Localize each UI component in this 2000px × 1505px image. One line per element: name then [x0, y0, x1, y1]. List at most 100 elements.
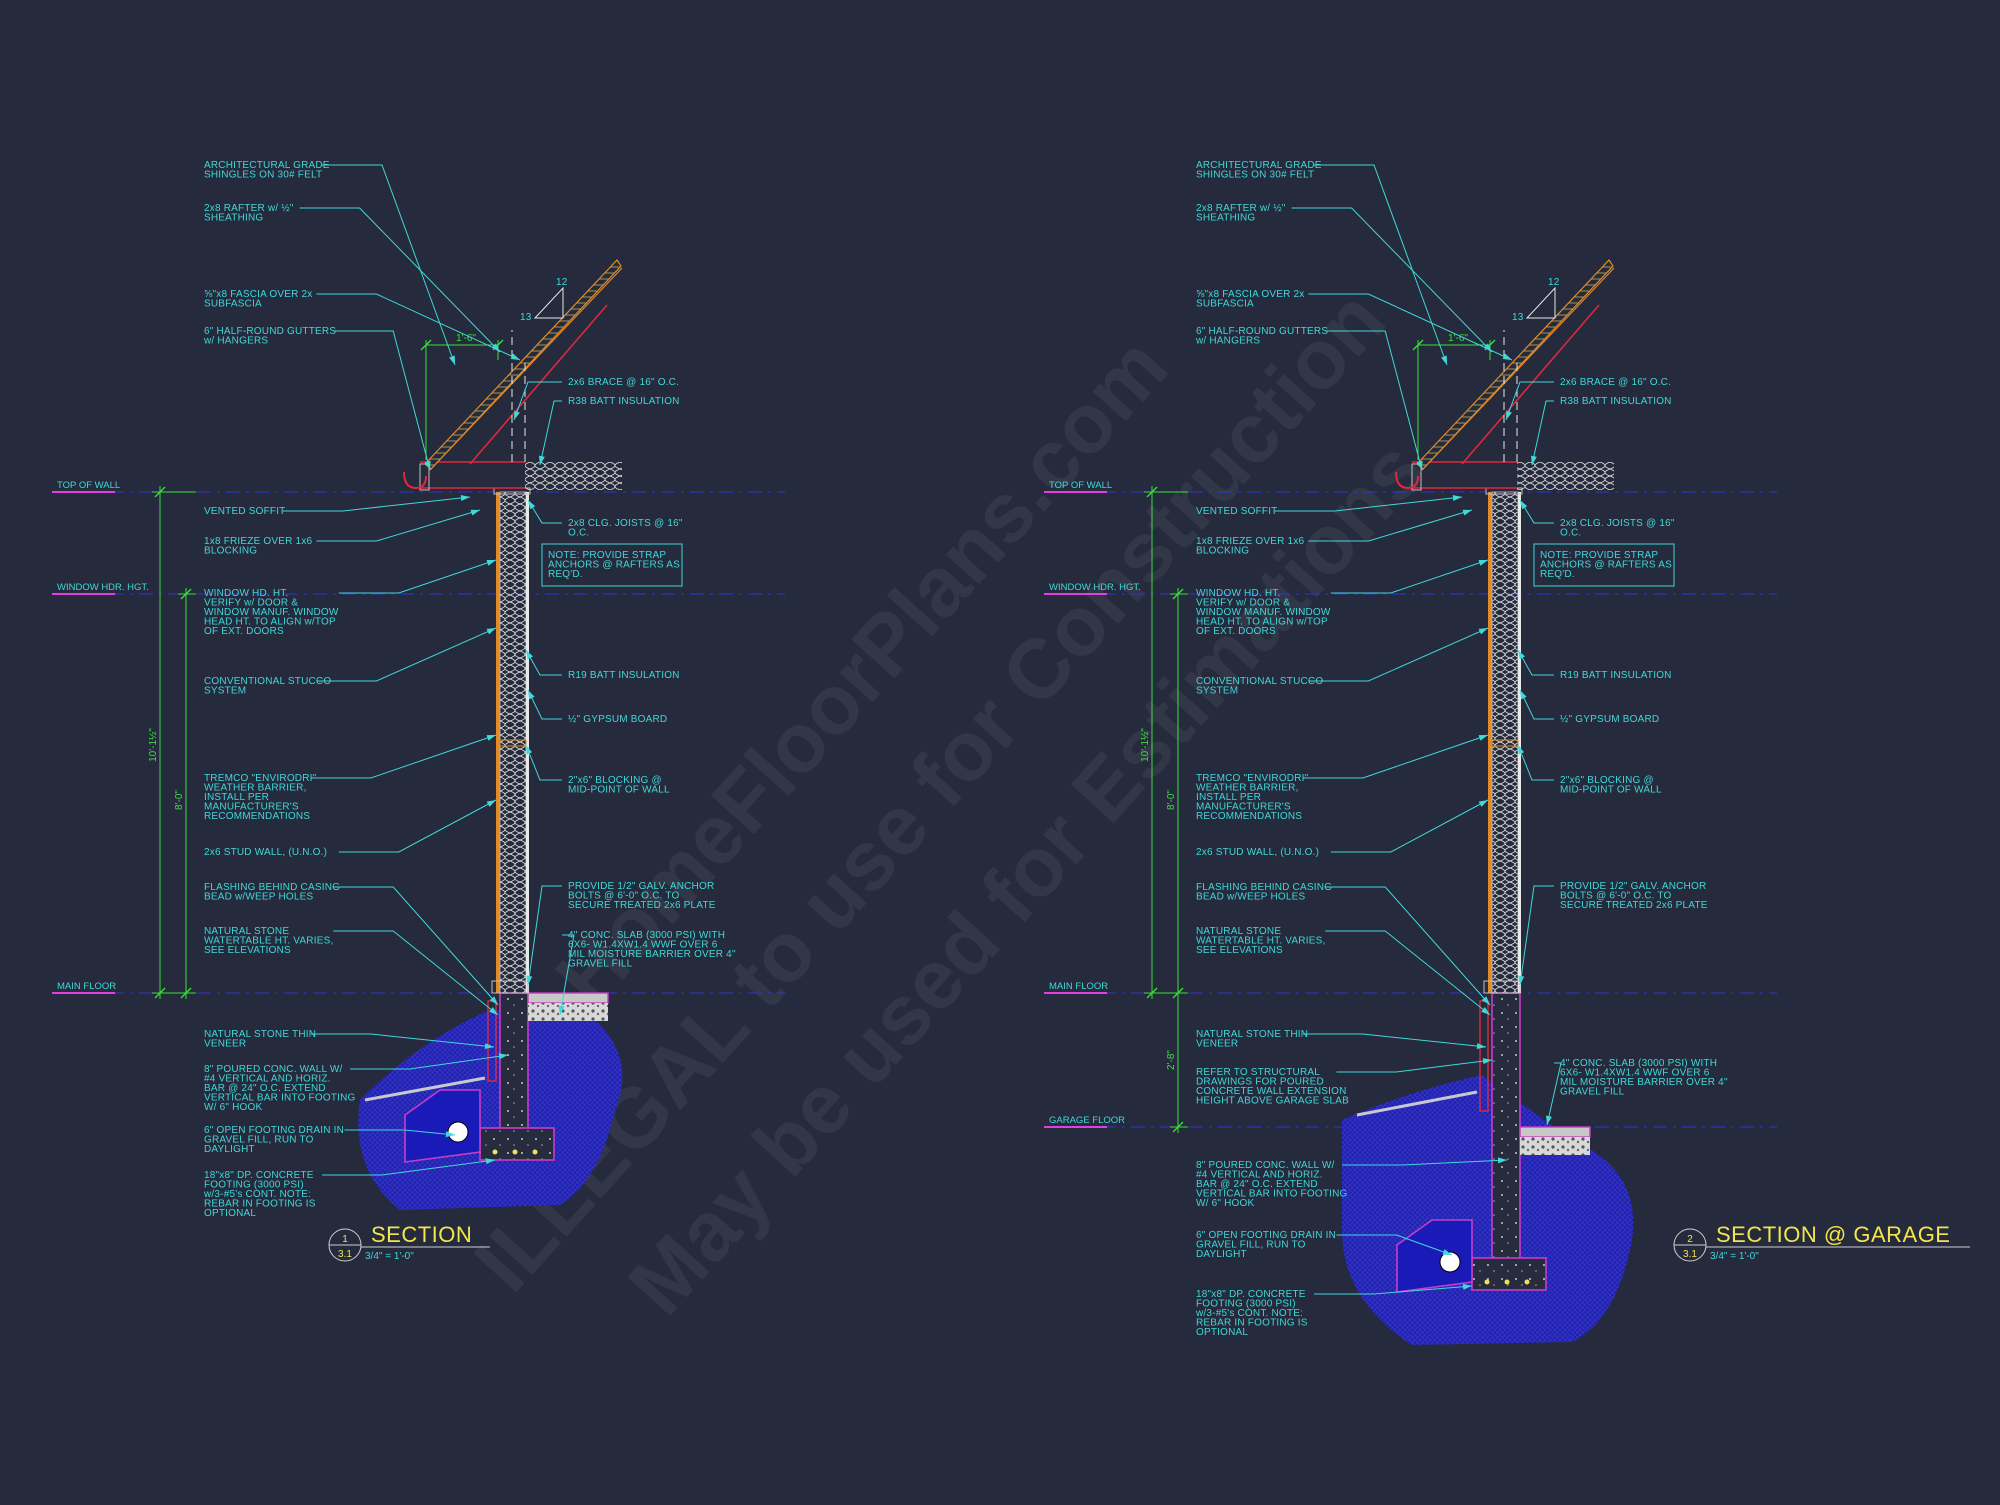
leader-line	[316, 628, 496, 681]
gutter	[404, 472, 426, 488]
earth-fill	[358, 1008, 622, 1210]
leader-line	[316, 294, 520, 360]
left-note-5-line: BLOCKING	[1196, 546, 1249, 557]
watermark-line-1: © HomeFloorPlans.com	[480, 319, 1185, 1087]
right-note-4-line: ½" GYPSUM BOARD	[1560, 714, 1659, 725]
leader-arrow	[1479, 735, 1488, 741]
wall-dimension-label: 8'-0"	[174, 790, 185, 810]
leader-line	[1520, 690, 1554, 719]
leader-arrow	[449, 356, 455, 365]
footing	[480, 1128, 554, 1160]
leader-line	[322, 165, 455, 365]
rebar	[1525, 1280, 1530, 1285]
right-note-0-line: 2x6 BRACE @ 16" O.C.	[1560, 377, 1671, 388]
left-note-13-line: W/ 6" HOOK	[204, 1102, 262, 1113]
right-note-3-line: R19 BATT INSULATION	[1560, 670, 1672, 681]
right-note-5-line: MID-POINT OF WALL	[568, 785, 670, 796]
gravel-fill	[528, 1003, 608, 1021]
pitch-run-label: 13	[520, 312, 532, 323]
footing	[1472, 1258, 1546, 1290]
left-note-15-line: DAYLIGHT	[1196, 1249, 1247, 1260]
pitch-triangle	[535, 288, 563, 318]
section-title: SECTION @ GARAGE	[1716, 1222, 1950, 1247]
bubble-number: 1	[342, 1234, 348, 1245]
rebar	[1485, 1280, 1490, 1285]
leader-line	[1518, 745, 1554, 780]
leader-arrow	[526, 745, 532, 754]
right-note-3-line: R19 BATT INSULATION	[568, 670, 680, 681]
leader-line	[1336, 1060, 1492, 1072]
section-title: SECTION	[371, 1222, 472, 1247]
leader-line	[1331, 800, 1488, 852]
bubble-sheet: 3.1	[1683, 1249, 1697, 1260]
leader-line	[339, 800, 496, 852]
right-note-4-line: ½" GYPSUM BOARD	[568, 714, 667, 725]
left-note-9-line: 2x6 STUD WALL, (U.N.O.)	[204, 847, 327, 858]
leader-arrow	[1506, 411, 1512, 420]
leader-line	[1303, 1034, 1486, 1047]
level-label-window_hdr: WINDOW HDR. HGT.	[57, 582, 149, 593]
section-scale: 3/4" = 1'-0"	[365, 1251, 414, 1262]
rebar	[493, 1150, 498, 1155]
left-note-4-line: VENTED SOFFIT	[204, 506, 286, 517]
leader-arrow	[487, 735, 496, 741]
leader-arrow	[1453, 495, 1462, 501]
concrete-slab	[528, 993, 608, 1003]
leader-line	[1520, 500, 1554, 523]
roof-sheathing	[430, 268, 622, 470]
leader-line	[528, 690, 562, 719]
wall-dimension-label: 8'-0"	[1166, 790, 1177, 810]
right-note-2-line: O.C.	[1560, 528, 1581, 539]
leader-line	[1547, 1063, 1561, 1125]
right-note-6-line: SECURE TREATED 2x6 PLATE	[568, 900, 716, 911]
overall-dimension-label: 10'-1½"	[1140, 728, 1151, 762]
right-note-0-line: 2x6 BRACE @ 16" O.C.	[568, 377, 679, 388]
leader-line	[526, 745, 562, 780]
left-note-0-line: SHINGLES ON 30# FELT	[1196, 170, 1314, 181]
level-label-garage_floor: GARAGE FLOOR	[1049, 1115, 1125, 1126]
stud-wall-insulation	[1492, 492, 1518, 993]
left-note-3-line: w/ HANGERS	[203, 336, 268, 347]
footing-drain-pipe	[1440, 1252, 1460, 1272]
gravel-fill	[1520, 1137, 1590, 1155]
left-note-10-line: BEAD w/WEEP HOLES	[1196, 892, 1305, 903]
leader-arrow	[514, 411, 520, 420]
overall-dimension-label: 10'-1½"	[148, 728, 159, 762]
left-note-8-line: RECOMMENDATIONS	[204, 811, 310, 822]
rebar	[513, 1150, 518, 1155]
rebar	[533, 1150, 538, 1155]
level-label-window_hdr: WINDOW HDR. HGT.	[1049, 582, 1141, 593]
leader-arrow	[1479, 560, 1488, 566]
left-note-8-line: RECOMMENDATIONS	[1196, 811, 1302, 822]
leader-line	[540, 401, 562, 465]
leader-line	[311, 735, 496, 778]
concrete-slab	[1520, 1127, 1590, 1137]
leader-arrow	[487, 800, 496, 807]
leader-arrow	[487, 628, 496, 634]
left-note-4-line: VENTED SOFFIT	[1196, 506, 1278, 517]
leader-arrow	[1477, 1043, 1486, 1049]
left-note-5-line: BLOCKING	[204, 546, 257, 557]
leader-line	[1303, 735, 1488, 778]
leader-line	[526, 650, 562, 675]
level-label-top_of_wall: TOP OF WALL	[1049, 480, 1112, 491]
section-scale: 3/4" = 1'-0"	[1710, 1251, 1759, 1262]
leader-line	[333, 931, 498, 1015]
leader-line	[283, 497, 470, 511]
left-note-13-line: HEIGHT ABOVE GARAGE SLAB	[1196, 1096, 1349, 1107]
stucco-layer	[496, 492, 500, 993]
left-note-2-line: SUBFASCIA	[204, 299, 262, 310]
bubble-sheet: 3.1	[338, 1249, 352, 1260]
left-note-7-line: SYSTEM	[204, 686, 246, 697]
left-note-6-line: OF EXT. DOORS	[1196, 626, 1276, 637]
bubble-number: 2	[1687, 1234, 1693, 1245]
foundation-wall	[500, 993, 528, 1130]
left-note-3-line: w/ HANGERS	[1195, 336, 1260, 347]
leader-arrow	[1479, 800, 1488, 807]
leader-line	[333, 887, 498, 1005]
watermark: © HomeFloorPlans.com ILLEGAL to use for …	[360, 185, 1499, 1395]
right-note-7-line: GRAVEL FILL	[568, 959, 633, 970]
left-note-0-line: SHINGLES ON 30# FELT	[204, 170, 322, 181]
note-box-text-line: REQ'D.	[1540, 569, 1575, 580]
